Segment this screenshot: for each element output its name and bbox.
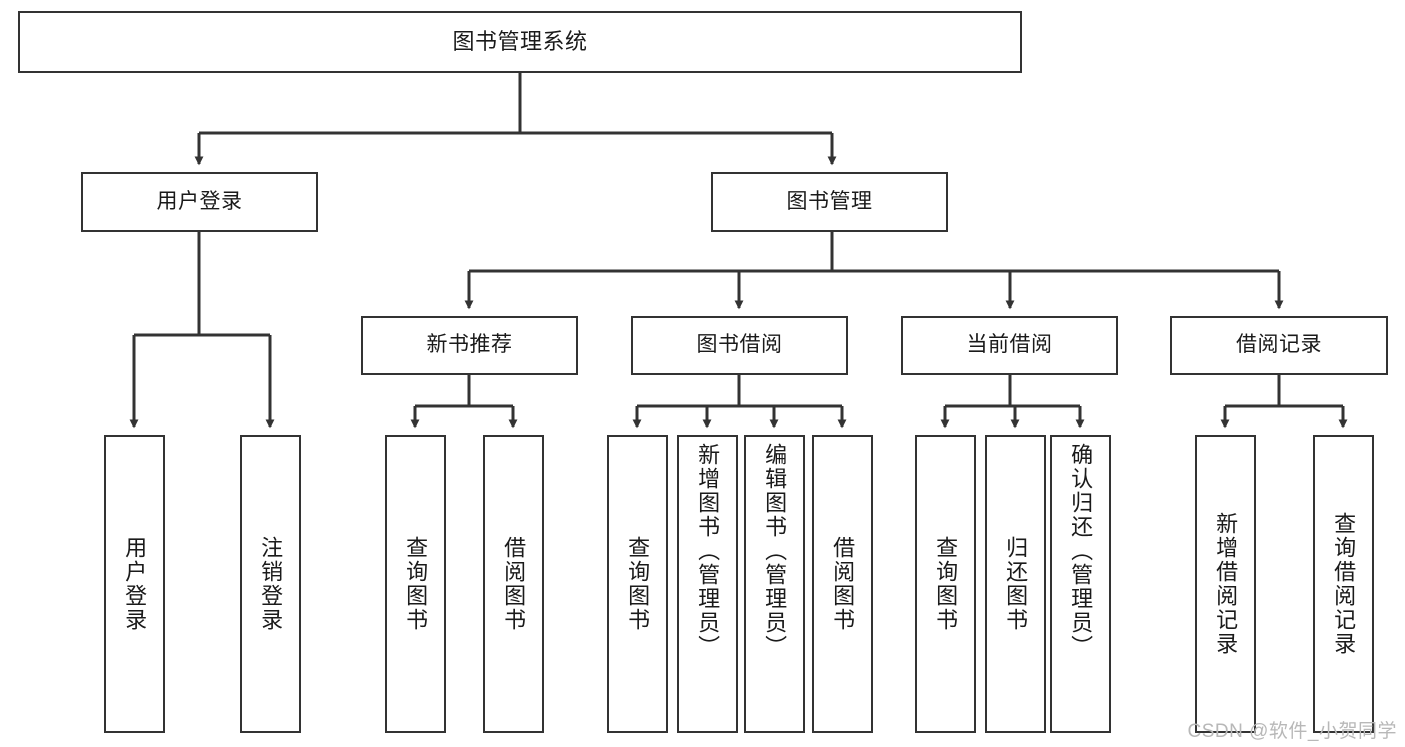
node-label: 注销登录 <box>258 536 284 632</box>
node-label: 新增借阅记录 <box>1213 512 1239 656</box>
watermark-text: CSDN @软件_小贺同学 <box>1187 721 1397 742</box>
node-book-management[interactable]: 图书管理 <box>711 172 948 232</box>
node-label: 新书推荐 <box>426 333 513 357</box>
node-current-borrow[interactable]: 当前借阅 <box>901 316 1118 375</box>
node-label: 当前借阅 <box>966 333 1053 357</box>
leaf-borrow-record-add-record[interactable]: 新增借阅记录 <box>1195 435 1256 733</box>
node-label: 图书管理 <box>786 189 873 213</box>
node-root-book-management-system[interactable]: 图书管理系统 <box>18 11 1022 73</box>
node-label: 借阅图书 <box>830 536 856 632</box>
node-label: 确认归还（管理员） <box>1068 443 1094 659</box>
node-book-borrow[interactable]: 图书借阅 <box>631 316 848 375</box>
leaf-book-borrow-borrow-book[interactable]: 借阅图书 <box>812 435 873 733</box>
node-new-book-recommend[interactable]: 新书推荐 <box>361 316 578 375</box>
node-label: 查询图书 <box>403 536 429 632</box>
node-borrow-record[interactable]: 借阅记录 <box>1170 316 1388 375</box>
leaf-user-login-login[interactable]: 用户登录 <box>104 435 165 733</box>
node-label: 图书管理系统 <box>452 29 588 55</box>
node-label: 新增图书（管理员） <box>695 443 721 659</box>
leaf-book-borrow-query-book[interactable]: 查询图书 <box>607 435 668 733</box>
node-user-login[interactable]: 用户登录 <box>81 172 318 232</box>
leaf-borrow-record-query-record[interactable]: 查询借阅记录 <box>1313 435 1374 733</box>
leaf-current-borrow-query-book[interactable]: 查询图书 <box>915 435 976 733</box>
node-label: 查询图书 <box>625 536 651 632</box>
node-label: 借阅记录 <box>1236 333 1322 357</box>
leaf-current-borrow-return-book[interactable]: 归还图书 <box>985 435 1046 733</box>
node-label: 借阅图书 <box>501 536 527 632</box>
leaf-user-login-logout[interactable]: 注销登录 <box>240 435 301 733</box>
node-label: 图书借阅 <box>696 333 783 357</box>
leaf-book-borrow-add-book[interactable]: 新增图书（管理员） <box>677 435 738 733</box>
node-label: 编辑图书（管理员） <box>762 443 788 659</box>
leaf-new-book-borrow-book[interactable]: 借阅图书 <box>483 435 544 733</box>
node-label: 用户登录 <box>122 536 148 632</box>
leaf-book-borrow-edit-book[interactable]: 编辑图书（管理员） <box>744 435 805 733</box>
node-label: 查询借阅记录 <box>1331 512 1357 656</box>
leaf-new-book-query-book[interactable]: 查询图书 <box>385 435 446 733</box>
leaf-current-borrow-confirm-return[interactable]: 确认归还（管理员） <box>1050 435 1111 733</box>
node-label: 查询图书 <box>933 536 959 632</box>
node-label: 用户登录 <box>156 189 243 213</box>
node-label: 归还图书 <box>1003 536 1029 632</box>
